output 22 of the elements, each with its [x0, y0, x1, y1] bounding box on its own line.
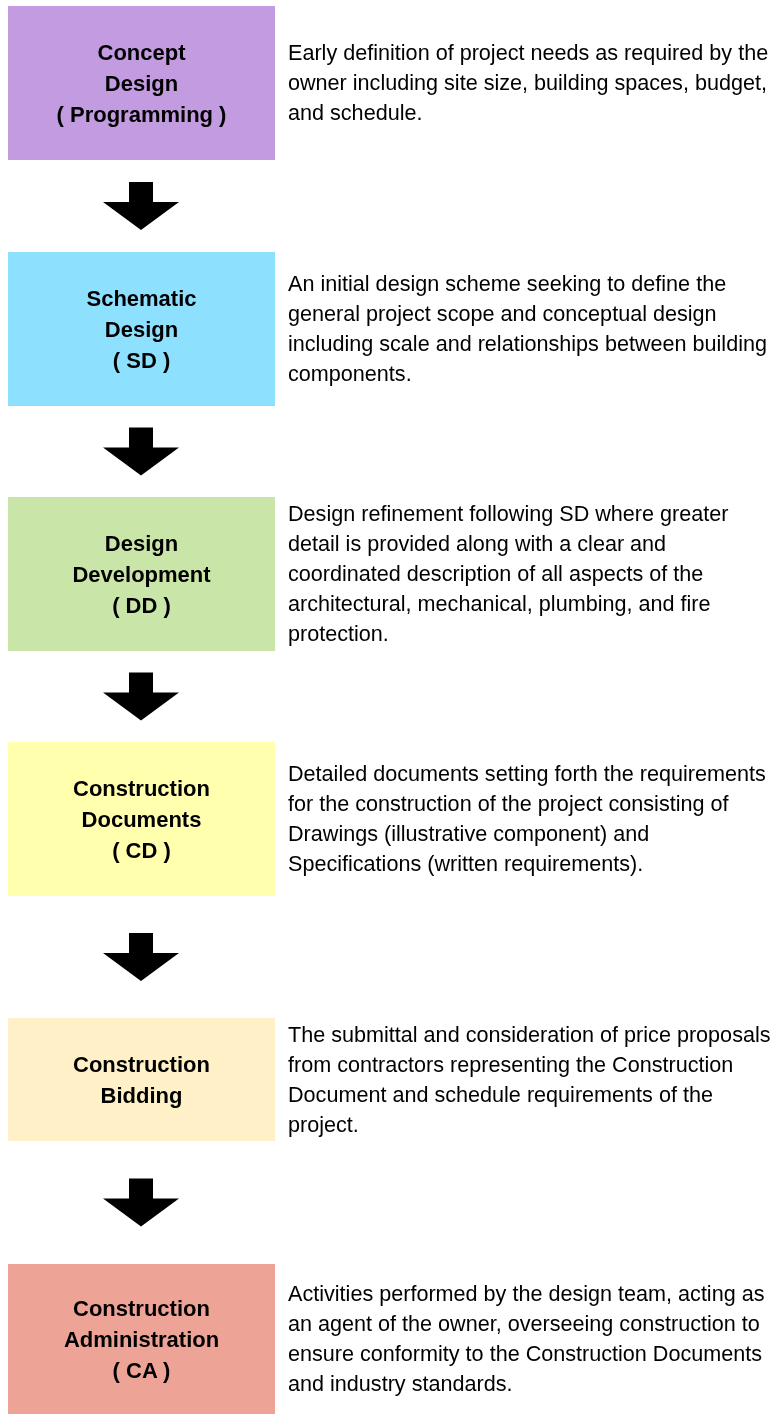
block-arrow [103, 933, 179, 981]
block-arrow [103, 427, 179, 476]
block-arrow [103, 672, 179, 721]
phase-abbreviation: ( DD ) [112, 591, 171, 620]
phase-description: Design refinement following SD where greater detail is provided along with a clear and coordinated description of all aspects of the architectural, mechanical, plumbing, and fire protection. [288, 500, 730, 648]
phase-title: Construction Administration [63, 1294, 220, 1354]
phase-description: The submittal and consideration of price proposals from contractors representing the Construction Document and schedule requirements of the project. [288, 1020, 771, 1139]
phase-abbreviation: ( SD ) [112, 346, 171, 375]
block-arrow [103, 182, 179, 230]
phase-title: Concept Design [97, 38, 186, 98]
phase-description: Activities performed by the design team, acting as an agent of the owner, overseeing construction to ensure conformity to the Construction Documents and industry standards. [288, 1280, 766, 1398]
phase-abbreviation: ( CD ) [112, 836, 171, 865]
phase-description: An initial design scheme seeking to define the general project scope and conceptual design including scale and relationships between building components. [288, 270, 768, 388]
phase-title: Construction Documents [73, 774, 210, 834]
phase-abbreviation: ( CA ) [112, 1356, 171, 1385]
phase-abbreviation: ( Programming ) [56, 100, 227, 129]
phase-title: Schematic Design [86, 284, 197, 344]
phase-title: Design Development [72, 529, 211, 589]
block-arrow [103, 1178, 179, 1227]
phase-title: Construction Bidding [73, 1050, 210, 1110]
phase-description: Early definition of project needs as required by the owner including site size, building spaces, budget, and schedule. [288, 39, 770, 127]
phase-description: Detailed documents setting forth the requirements for the construction of the project consisting of Drawings (illustrative component) and Specifications (written requirements). [288, 760, 767, 878]
